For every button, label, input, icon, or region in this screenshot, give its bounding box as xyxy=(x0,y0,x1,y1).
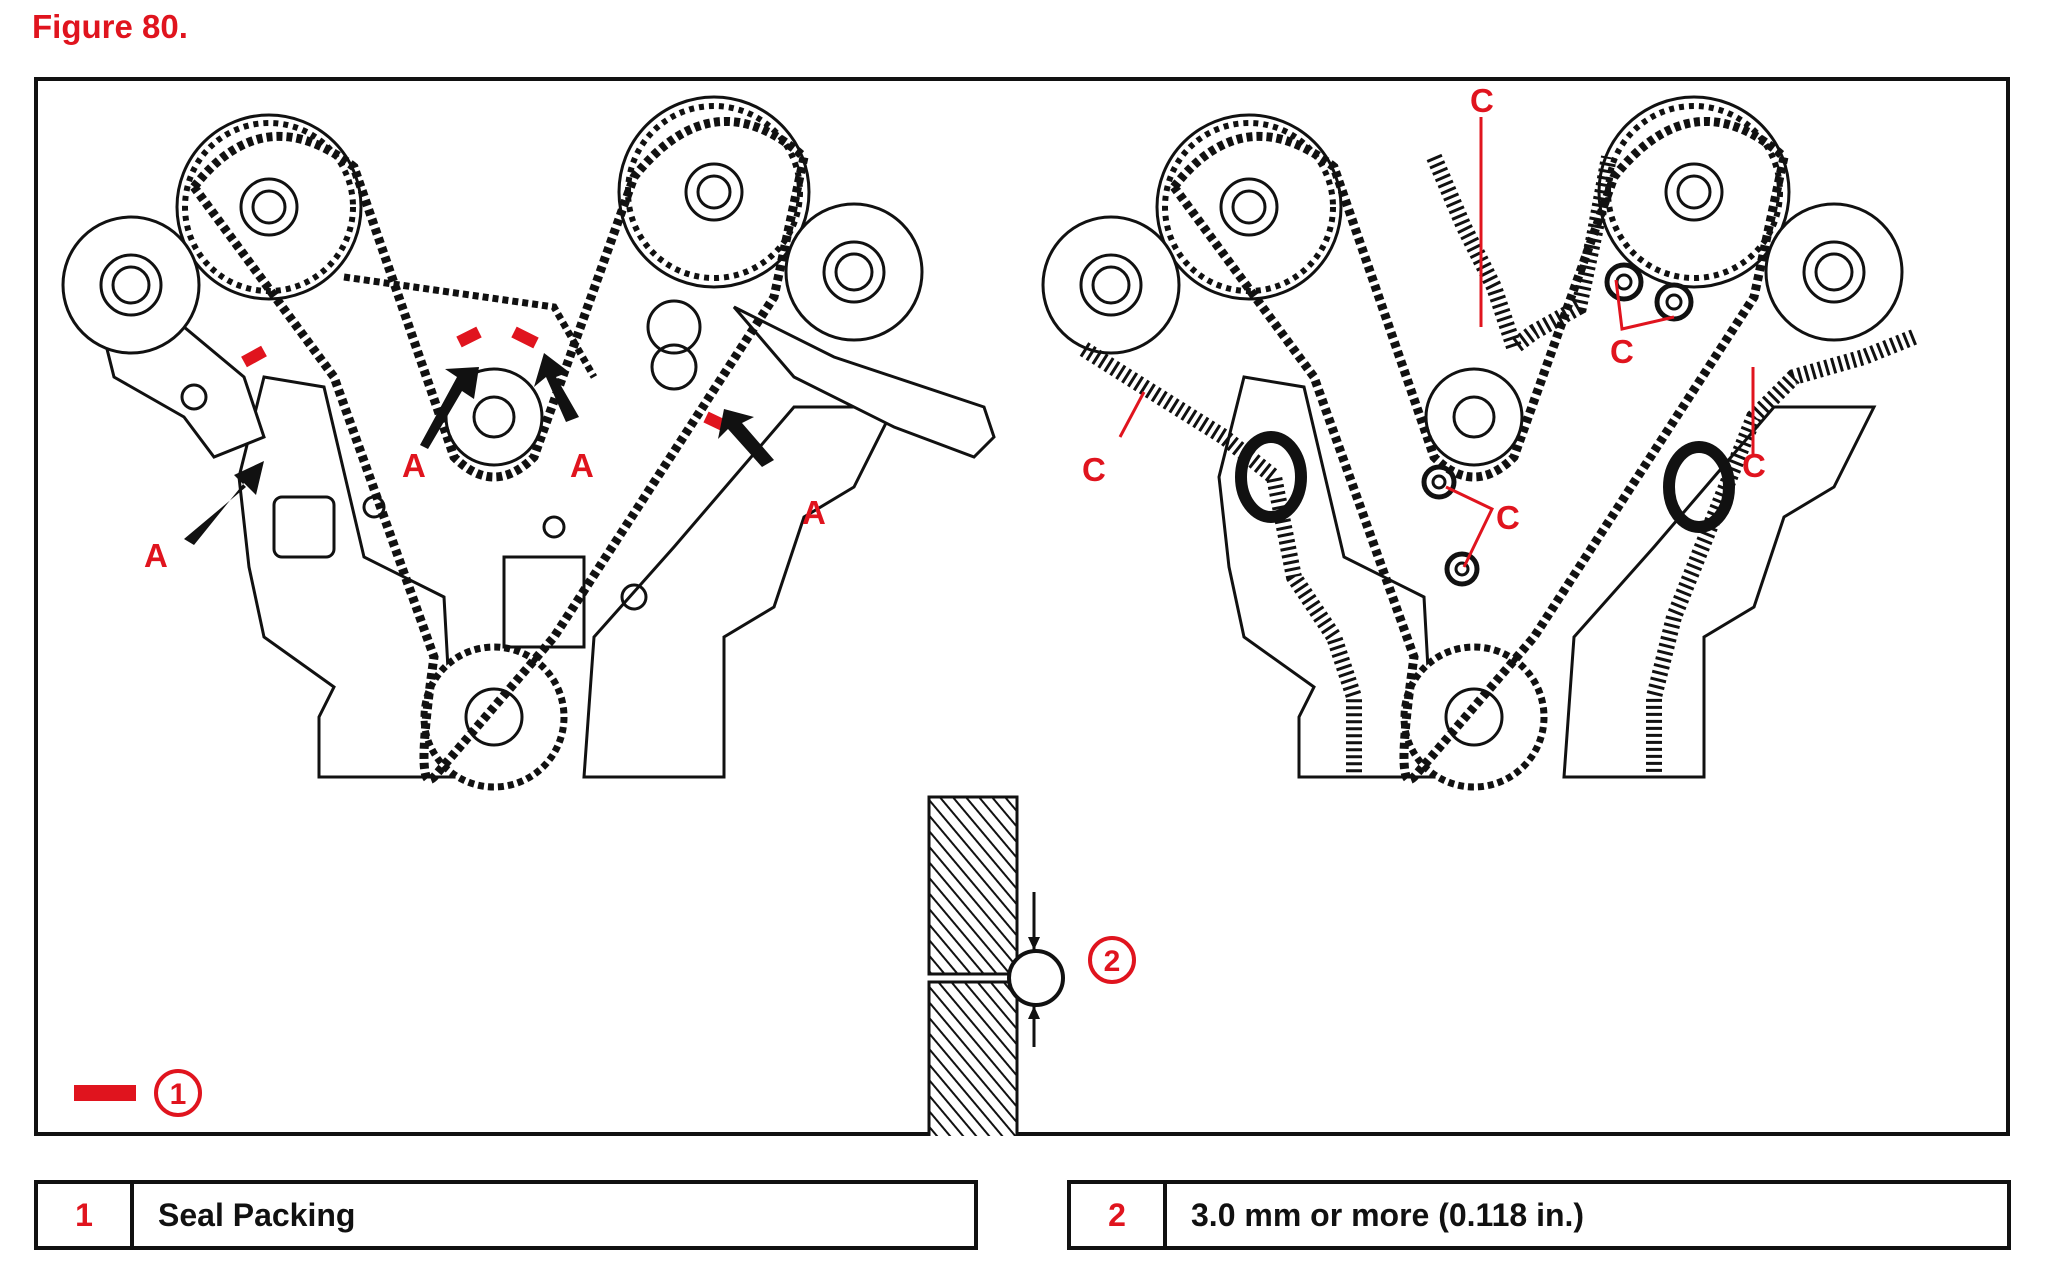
callouts-c: C C C C C xyxy=(1082,82,1766,536)
svg-text:2: 2 xyxy=(1104,945,1121,978)
callout-a-2: A xyxy=(402,447,426,484)
callout-c-3: C xyxy=(1082,451,1106,488)
seal-packing-key: 1 xyxy=(74,1069,202,1117)
legend-text-1: Seal Packing xyxy=(158,1196,356,1233)
svg-text:1: 1 xyxy=(170,1078,187,1111)
legend-row-1: 1 Seal Packing xyxy=(34,1180,978,1250)
callout-a-3: A xyxy=(570,447,594,484)
callout-c-leaders xyxy=(1118,117,1755,568)
callouts-a: A A A A xyxy=(144,447,826,574)
bead-detail xyxy=(927,795,1065,1136)
legend-row-2: 2 3.0 mm or more (0.118 in.) xyxy=(1067,1180,2011,1250)
legend-text-2: 3.0 mm or more (0.118 in.) xyxy=(1191,1196,1585,1233)
legend-number-1: 1 xyxy=(38,1184,134,1246)
callout-c-5: C xyxy=(1742,447,1766,484)
callout-c-1: C xyxy=(1470,82,1494,119)
legend-number-2: 2 xyxy=(1071,1184,1167,1246)
engine-diagram: A A A A xyxy=(61,82,1917,1136)
callout-2-badge: 2 xyxy=(1088,936,1136,984)
callout-a-1: A xyxy=(144,537,168,574)
left-engine xyxy=(61,95,996,791)
figure-title: Figure 80. xyxy=(32,8,188,45)
arrow-icons xyxy=(184,353,774,545)
callout-a-4: A xyxy=(802,494,826,531)
callout-c-2: C xyxy=(1610,333,1634,370)
right-engine xyxy=(1041,95,1904,791)
sealant-bead-paths xyxy=(1079,153,1917,777)
callout-c-4: C xyxy=(1496,499,1520,536)
diagram-frame xyxy=(34,77,2010,1136)
